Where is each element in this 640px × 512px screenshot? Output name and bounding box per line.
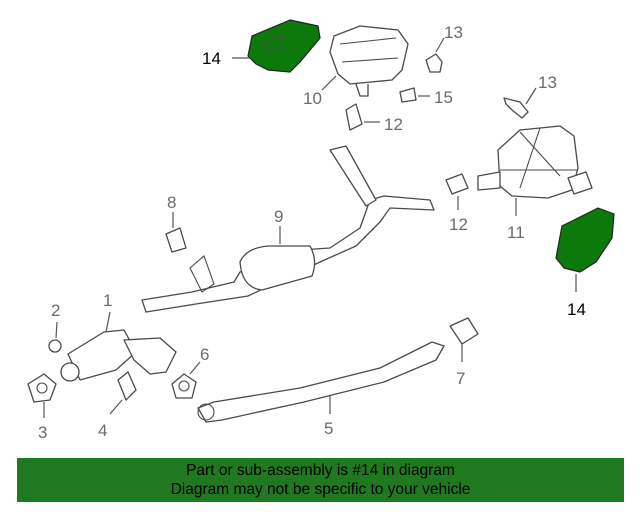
exhaust-system-diagram: 14 10 13 15 12 13 11 12 <box>27 19 615 442</box>
leader-2 <box>55 321 58 339</box>
callout-4[interactable]: 4 <box>98 421 107 440</box>
leader-13a <box>435 37 445 53</box>
callout-2[interactable]: 2 <box>51 301 60 320</box>
leader-4 <box>109 399 123 415</box>
callout-7[interactable]: 7 <box>456 369 465 388</box>
callout-15[interactable]: 15 <box>434 88 453 107</box>
callout-1[interactable]: 1 <box>103 291 112 310</box>
gasket-small <box>48 339 62 353</box>
heat-shield-upper[interactable] <box>247 19 321 73</box>
hanger <box>165 227 187 253</box>
clamp-rear <box>449 317 479 345</box>
leader-13b <box>525 87 537 105</box>
callout-10[interactable]: 10 <box>303 89 322 108</box>
front-pipe <box>197 341 445 423</box>
hanger-bracket-lower <box>503 97 529 119</box>
flange-gasket-rear <box>171 373 197 399</box>
callout-11[interactable]: 11 <box>507 223 525 242</box>
callout-6[interactable]: 6 <box>200 345 209 364</box>
banner-line-2: Diagram may not be specific to your vehi… <box>170 481 471 498</box>
callout-12a[interactable]: 12 <box>384 115 403 134</box>
leader-6 <box>189 361 201 375</box>
banner-line-1: Part or sub-assembly is #14 in diagram <box>186 462 455 479</box>
intermediate-pipe <box>141 145 435 313</box>
clamp-upper <box>345 103 363 131</box>
front-muffler <box>329 25 409 97</box>
callout-3[interactable]: 3 <box>38 423 47 442</box>
heat-shield-lower[interactable] <box>555 207 615 273</box>
leader-10 <box>321 75 337 91</box>
callout-9[interactable]: 9 <box>274 207 283 226</box>
nut <box>399 87 417 103</box>
callout-8[interactable]: 8 <box>167 193 176 212</box>
bracket <box>117 371 137 401</box>
callout-13a[interactable]: 13 <box>444 23 463 42</box>
callout-13b[interactable]: 13 <box>538 73 557 92</box>
clamp-lower <box>445 173 469 195</box>
callout-14b[interactable]: 14 <box>567 300 586 319</box>
catalytic-converter <box>60 329 177 382</box>
leader-1 <box>105 311 111 333</box>
callout-5[interactable]: 5 <box>324 419 333 438</box>
callout-14a[interactable]: 14 <box>202 49 221 68</box>
callout-12b[interactable]: 12 <box>449 215 468 234</box>
info-banner: Part or sub-assembly is #14 in diagram D… <box>17 458 624 502</box>
hanger-bracket-upper <box>425 53 443 73</box>
flange-gasket <box>27 373 57 403</box>
rear-muffler <box>477 125 593 199</box>
